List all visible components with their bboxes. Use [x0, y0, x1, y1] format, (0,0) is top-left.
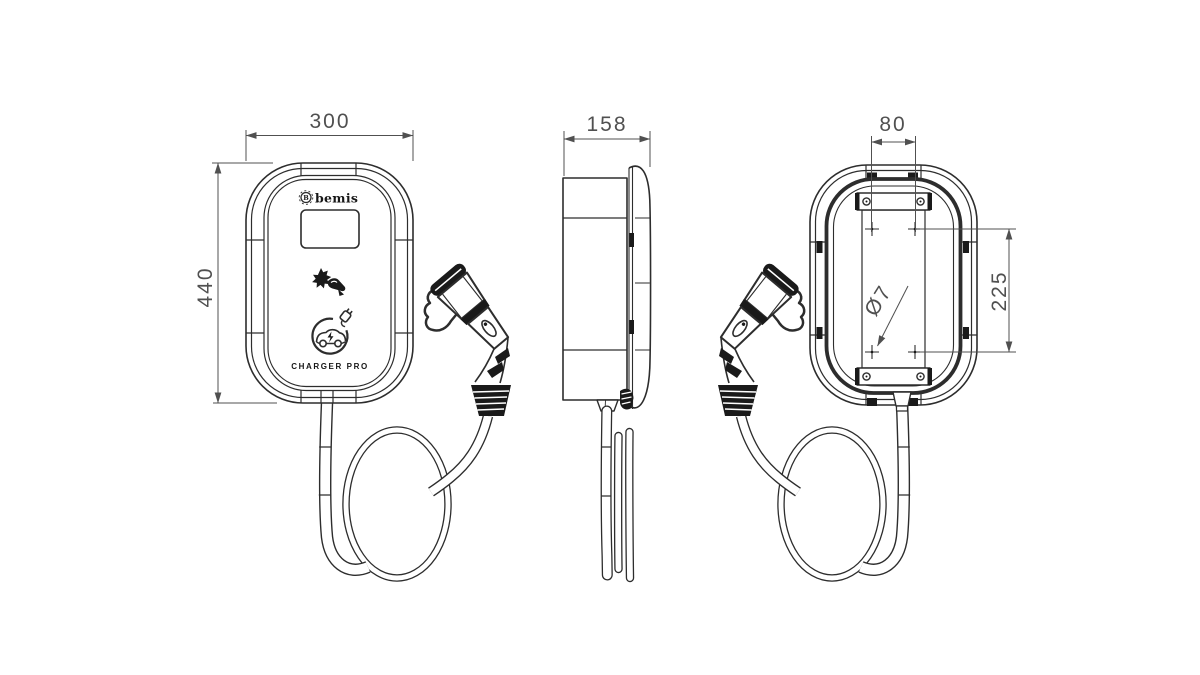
cover-clip [629, 233, 634, 247]
brand-logo: B bemis [298, 190, 358, 206]
dim-mount-spacing-horizontal: 80 [871, 113, 916, 232]
dim-side-depth-value: 158 [586, 113, 627, 136]
rfid-tap-icon [312, 268, 346, 296]
mounting-plate [855, 192, 932, 386]
dimension-annotations: 300 440 158 80 225 Ø7 [194, 110, 1016, 404]
brand-logo-text: bemis [315, 191, 358, 206]
mount-hole-marks [865, 222, 922, 359]
dim-mount-spacing-vertical-value: 225 [988, 270, 1011, 311]
product-name: CHARGER PRO [291, 362, 369, 371]
display-screen [300, 209, 360, 249]
dim-front-width-value: 300 [309, 110, 350, 133]
back-view [809, 164, 978, 412]
dim-mount-spacing-horizontal-value: 80 [879, 113, 906, 136]
front-view: B bemis CHARGER PRO [245, 162, 517, 578]
brand-logo-mark: B [303, 194, 309, 202]
dim-front-height-value: 440 [194, 266, 217, 307]
side-view [562, 165, 652, 583]
dim-side-depth: 158 [563, 113, 651, 176]
ev-charging-icon [311, 308, 353, 355]
dim-mount-spacing-vertical: 225 [920, 228, 1016, 353]
dim-front-width: 300 [245, 110, 414, 161]
cover-clip [629, 320, 634, 334]
back-cable-gland [892, 391, 912, 412]
dim-front-height: 440 [194, 162, 277, 404]
side-enclosure [562, 165, 652, 409]
